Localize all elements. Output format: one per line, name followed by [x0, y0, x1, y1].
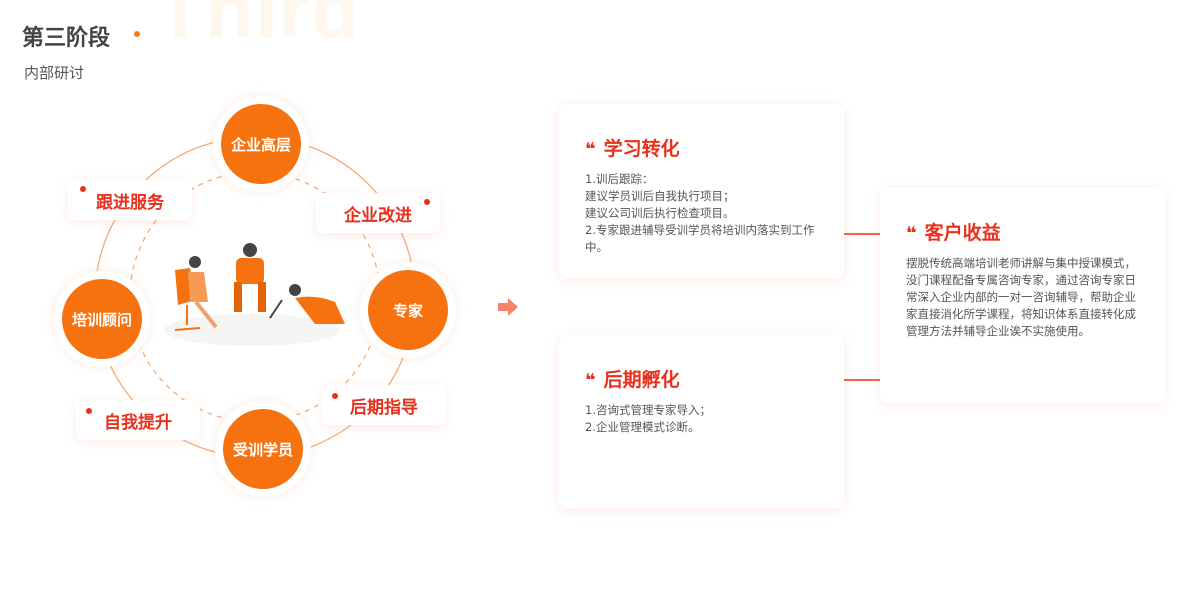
page-subtitle: 内部研讨 — [24, 64, 85, 82]
label-text: 后期指导 — [350, 397, 418, 418]
label-self-improvement: 自我提升 — [76, 400, 200, 440]
label-later-guidance: 后期指导 — [322, 385, 446, 425]
node-label: 受训学员 — [223, 409, 303, 489]
card-body: 摆脱传统高端培训老师讲解与集中授课模式，没门课程配备专属咨询专家，通过咨询专家日… — [906, 256, 1136, 338]
label-text: 跟进服务 — [96, 192, 164, 213]
watermark: Third — [156, 0, 361, 54]
node-trainees: 受训学员 — [215, 401, 311, 497]
connector-line — [844, 233, 880, 235]
card-title: 后期孵化 — [603, 369, 680, 391]
card-title: 学习转化 — [603, 138, 680, 160]
node-label: 企业高层 — [221, 104, 301, 184]
label-text: 自我提升 — [104, 412, 172, 433]
quote-icon: ❝ — [585, 369, 596, 391]
card-learning-transformation: ❝ 学习转化 1.训后跟踪： 建议学员训后自我执行项目； 建议公司训后执行检查项目… — [559, 104, 844, 278]
card-customer-benefits: ❝ 客户收益 摆脱传统高端培训老师讲解与集中授课模式，没门课程配备专属咨询专家，通… — [880, 188, 1165, 403]
label-text: 企业改进 — [344, 205, 412, 226]
card-body: 1.咨询式管理专家导入； 2.企业管理模式诊断。 — [585, 403, 711, 434]
title-dot — [134, 31, 140, 37]
card-title: 客户收益 — [924, 222, 1001, 244]
node-label: 专家 — [368, 270, 448, 350]
node-enterprise-executives: 企业高层 — [213, 96, 309, 192]
team-illustration — [164, 243, 345, 346]
arrow-right-icon — [498, 298, 518, 316]
page-title: 第三阶段 — [22, 26, 111, 51]
quote-icon: ❝ — [585, 138, 596, 160]
node-label: 培训顾问 — [62, 279, 142, 359]
label-follow-up-service: 跟进服务 — [68, 180, 192, 220]
cycle-rings — [94, 136, 416, 458]
card-later-incubation: ❝ 后期孵化 1.咨询式管理专家导入； 2.企业管理模式诊断。 — [559, 335, 844, 508]
quote-icon: ❝ — [906, 222, 917, 244]
node-training-consultant: 培训顾问 — [54, 271, 150, 367]
node-expert: 专家 — [360, 262, 456, 358]
label-enterprise-improvement: 企业改进 — [316, 193, 440, 233]
card-body: 1.训后跟踪： 建议学员训后自我执行项目； 建议公司训后执行检查项目。 2.专家… — [585, 172, 815, 254]
connector-line — [844, 379, 880, 381]
